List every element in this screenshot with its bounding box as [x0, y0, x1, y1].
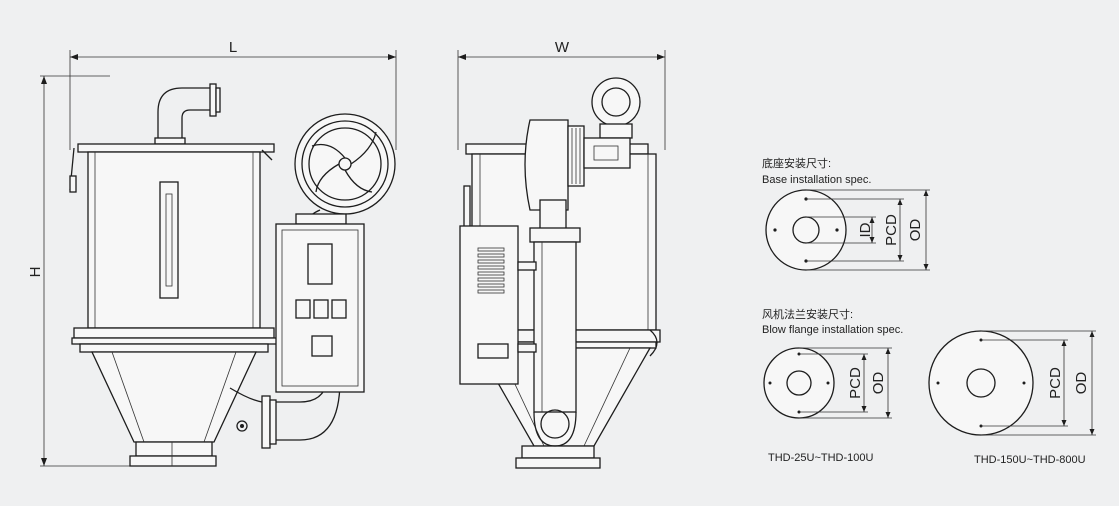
- flange-large-od-label: OD: [1073, 372, 1090, 395]
- length-label: L: [229, 39, 237, 56]
- flange-spec-title-en: Blow flange installation spec.: [762, 324, 903, 336]
- height-label: H: [27, 267, 44, 278]
- flange-small-od-label: OD: [870, 372, 887, 395]
- front-view: L H: [27, 39, 397, 467]
- width-label: W: [555, 39, 570, 56]
- base-spec-title-cn: 底座安装尺寸:: [762, 156, 831, 170]
- vent-slots: [477, 247, 505, 294]
- model-small-label: THD-25U~THD-100U: [768, 452, 873, 464]
- flange-small-pcd-label: PCD: [847, 367, 864, 399]
- base-id-label: ID: [857, 222, 874, 237]
- base-od-label: OD: [907, 219, 924, 242]
- flange-spec: 风机法兰安装尺寸: Blow flange installation spec.…: [762, 307, 1096, 466]
- base-pcd-label: PCD: [883, 214, 900, 246]
- base-spec: 底座安装尺寸: Base installation spec. ID PCD O…: [762, 156, 930, 271]
- base-spec-title-en: Base installation spec.: [762, 174, 871, 186]
- flange-spec-title-cn: 风机法兰安装尺寸:: [762, 307, 853, 321]
- flange-large-pcd-label: PCD: [1047, 367, 1064, 399]
- side-view: W: [457, 39, 666, 469]
- model-large-label: THD-150U~THD-800U: [974, 454, 1086, 466]
